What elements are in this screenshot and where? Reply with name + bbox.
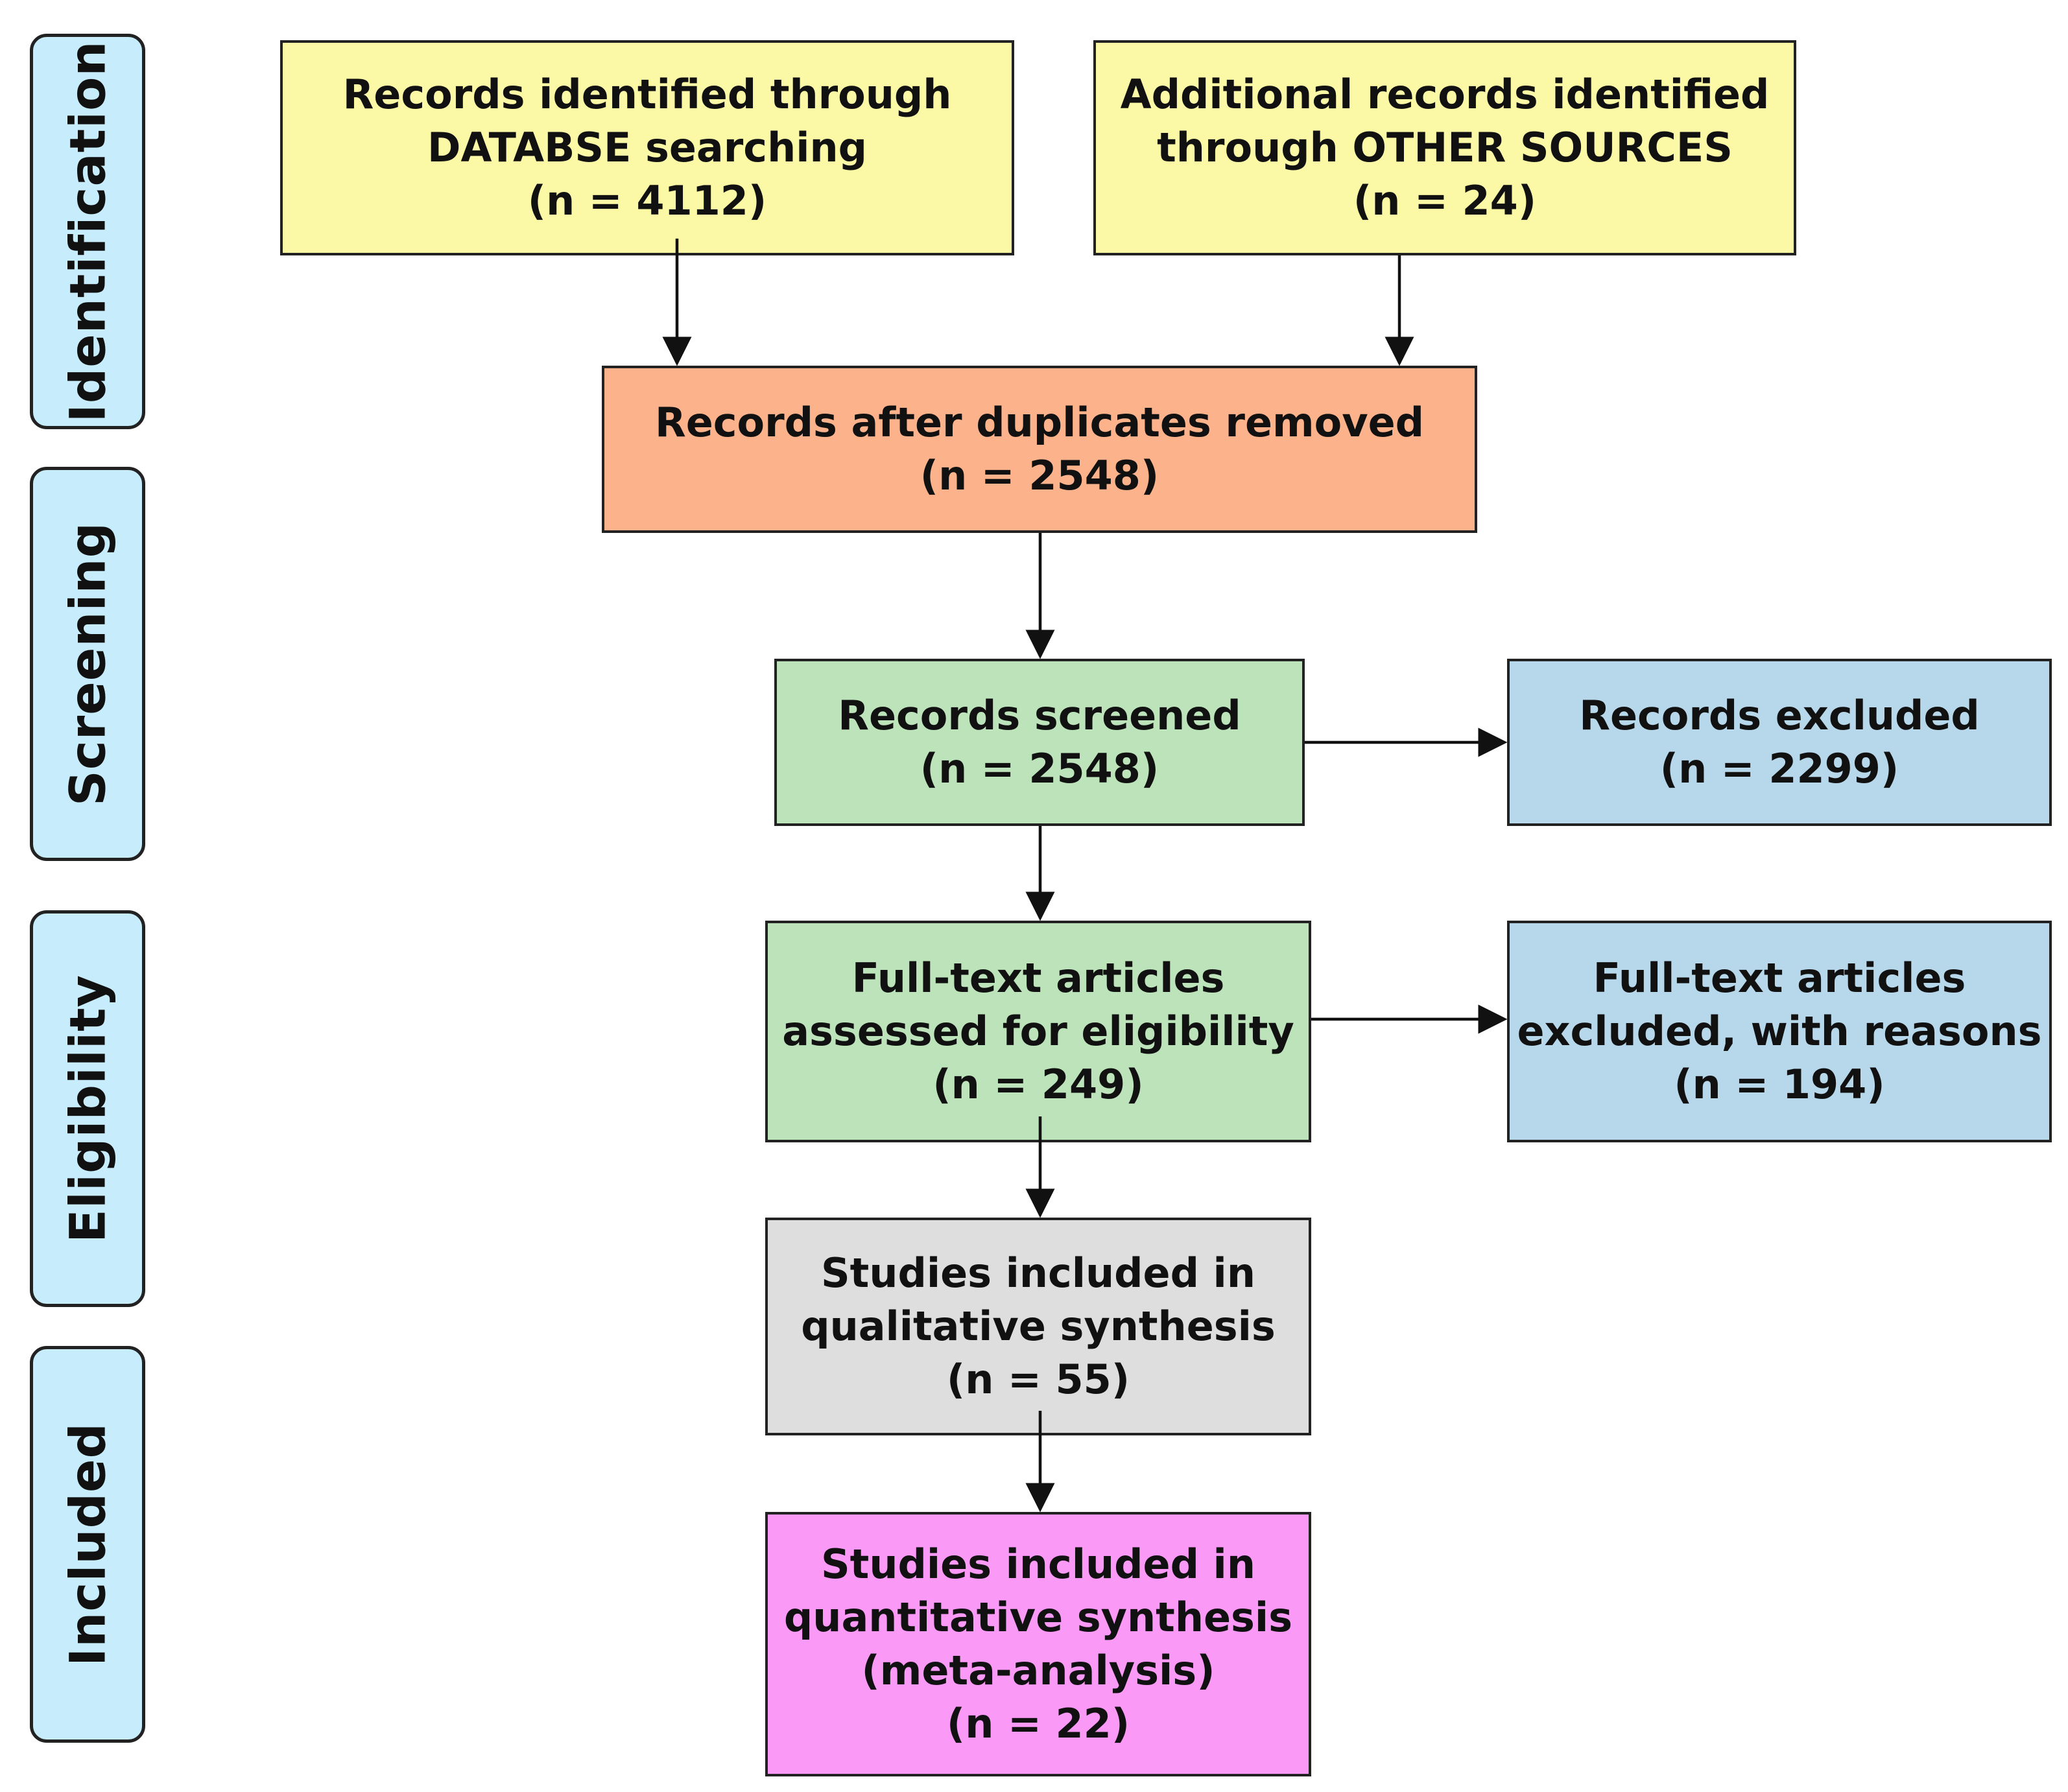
fulltext-excluded-line2: excluded, with reasons — [1517, 1008, 2042, 1055]
phase-identification: Identification — [30, 34, 145, 429]
records-screened-line1: Records screened — [838, 692, 1241, 739]
fulltext-excluded-box: Full-text articles excluded, with reason… — [1507, 921, 2052, 1142]
quantitative-synthesis-box: Studies included in quantitative synthes… — [765, 1512, 1311, 1776]
records-screened-count: (n = 2548) — [920, 745, 1159, 792]
fulltext-assessed-box: Full-text articles assessed for eligibil… — [765, 921, 1311, 1142]
phase-included: Included — [30, 1346, 145, 1743]
quantitative-synthesis-line2: quantitative synthesis — [783, 1594, 1293, 1641]
records-excluded-count: (n = 2299) — [1659, 745, 1899, 792]
fulltext-assessed-line1: Full-text articles — [851, 954, 1225, 1002]
quantitative-synthesis-count: (n = 22) — [946, 1700, 1130, 1747]
other-sources-box: Additional records identified through OT… — [1093, 40, 1796, 255]
other-sources-line1: Additional records identified — [1120, 71, 1770, 118]
fulltext-assessed-line2: assessed for eligibility — [782, 1008, 1294, 1055]
database-records-count: (n = 4112) — [527, 177, 767, 224]
records-screened-box: Records screened (n = 2548) — [774, 659, 1305, 826]
records-excluded-line1: Records excluded — [1579, 692, 1980, 739]
qualitative-synthesis-line2: qualitative synthesis — [801, 1303, 1276, 1350]
database-records-box: Records identified through DATABSE searc… — [280, 40, 1014, 255]
other-sources-count: (n = 24) — [1353, 177, 1537, 224]
quantitative-synthesis-line3: (meta-analysis) — [861, 1647, 1215, 1694]
database-records-line1: Records identified through — [342, 71, 952, 118]
qualitative-synthesis-box: Studies included in qualitative synthesi… — [765, 1218, 1311, 1435]
quantitative-synthesis-line1: Studies included in — [821, 1540, 1255, 1588]
phase-screening: Screening — [30, 467, 145, 861]
fulltext-assessed-count: (n = 249) — [933, 1061, 1144, 1108]
fulltext-excluded-line1: Full-text articles — [1593, 954, 1966, 1002]
qualitative-synthesis-count: (n = 55) — [946, 1356, 1130, 1403]
duplicates-removed-count: (n = 2548) — [920, 452, 1159, 499]
qualitative-synthesis-line1: Studies included in — [821, 1249, 1255, 1297]
duplicates-removed-box: Records after duplicates removed (n = 25… — [602, 366, 1477, 533]
other-sources-line2: through OTHER SOURCES — [1157, 124, 1733, 171]
phase-eligibility: Eligibility — [30, 910, 145, 1307]
fulltext-excluded-count: (n = 194) — [1674, 1061, 1885, 1108]
database-records-line2: DATABSE searching — [427, 124, 867, 171]
records-excluded-box: Records excluded (n = 2299) — [1507, 659, 2052, 826]
duplicates-removed-line1: Records after duplicates removed — [654, 399, 1425, 446]
